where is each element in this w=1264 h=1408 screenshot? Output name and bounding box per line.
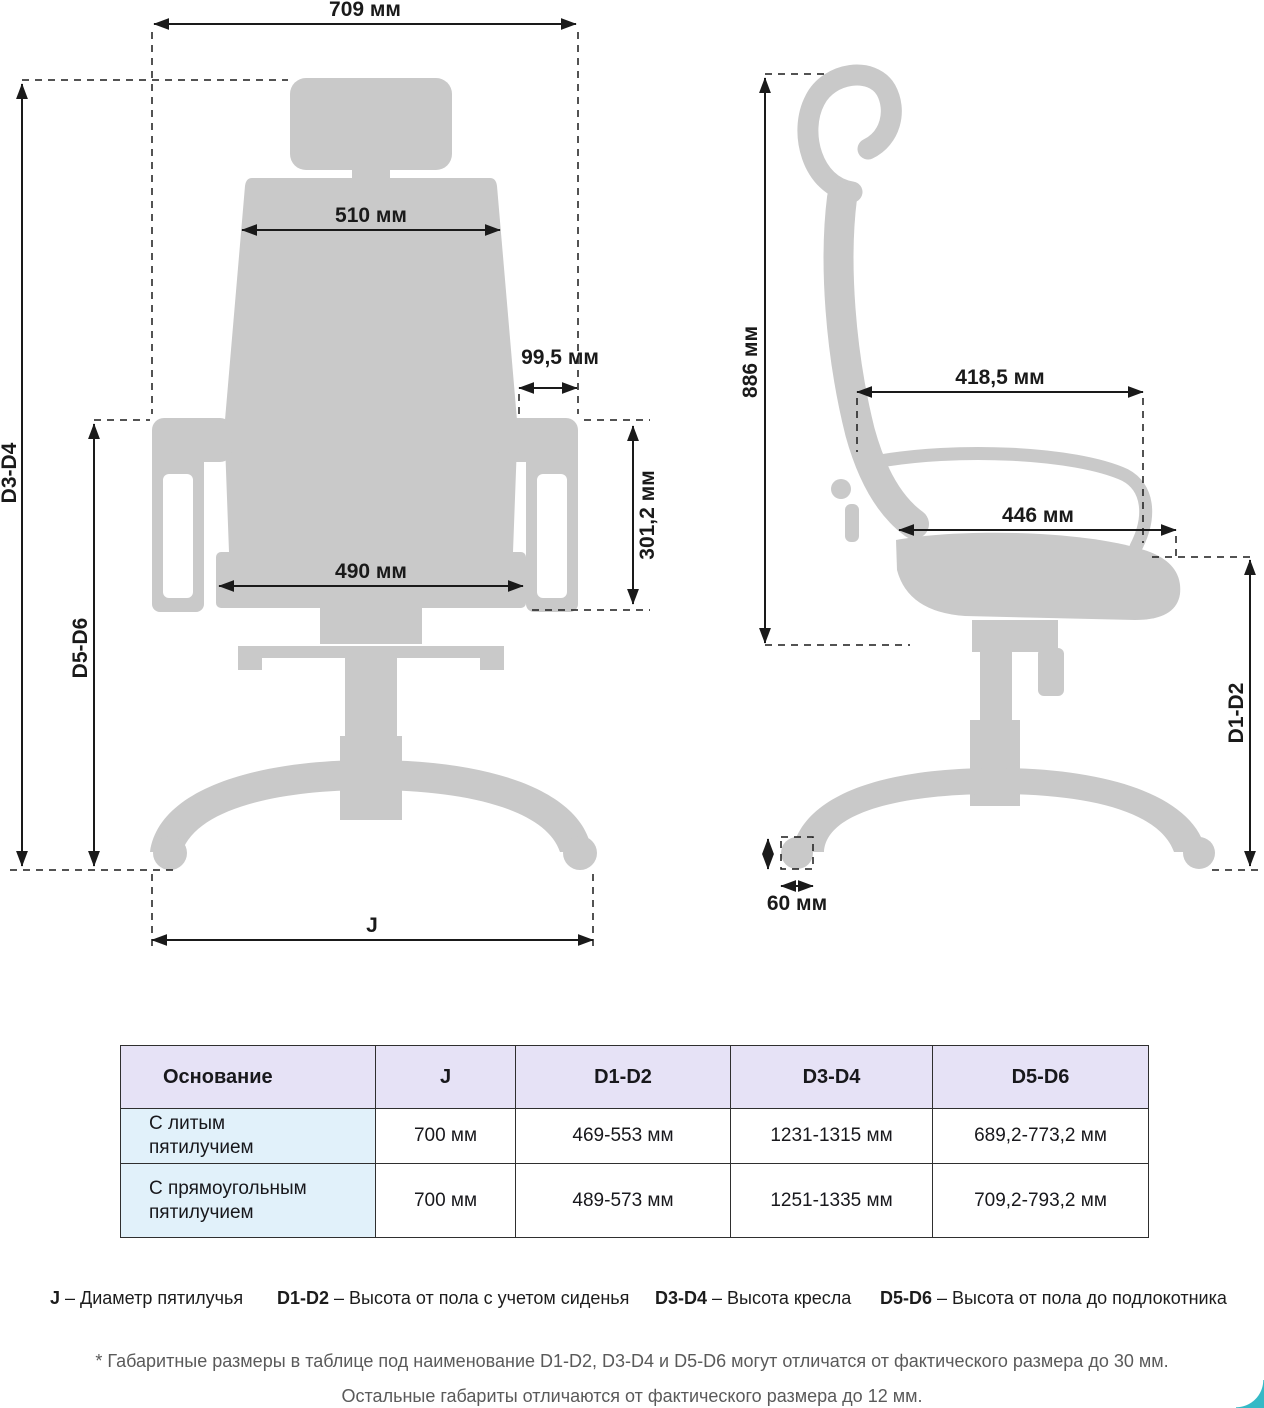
- row2-base-label: С прямоугольным пятилучием: [120, 1163, 376, 1238]
- front-headrest: [290, 78, 452, 170]
- dim-446-label: 446 мм: [1002, 504, 1074, 527]
- legend-term-j: J: [50, 1288, 61, 1308]
- row1-d3d4-value: 1231-1315 мм: [730, 1108, 933, 1164]
- footnote-line2: Остальные габариты отличаются от фактиче…: [341, 1386, 923, 1406]
- dim-60-label: 60 мм: [767, 892, 827, 915]
- col-header-base: Основание: [120, 1045, 376, 1109]
- side-backrest: [823, 183, 929, 539]
- front-wheel-right: [563, 836, 597, 870]
- legend-item-j: J– Диаметр пятилучья: [50, 1288, 243, 1309]
- front-mechanism: [320, 608, 422, 644]
- row2-d5d6-value: 709,2-793,2 мм: [932, 1163, 1149, 1238]
- dimensions-table: Основание J D1-D2 D3-D4 D5-D6 С литым пя…: [120, 1045, 1149, 1238]
- row1-d5d6-value: 689,2-773,2 мм: [932, 1108, 1149, 1164]
- dim-d3d4-label: D3-D4: [0, 442, 21, 503]
- front-wheel-left: [153, 836, 187, 870]
- front-base: [150, 760, 592, 852]
- legend-term-d5d6: D5-D6: [880, 1288, 933, 1308]
- table-row-cast-base: С литым пятилучием 700 мм 469-553 мм 123…: [120, 1108, 1149, 1164]
- front-gas-lift: [345, 658, 397, 738]
- dim-d5d6-label: D5-D6: [69, 618, 92, 679]
- side-armrest: [868, 447, 1153, 554]
- dim-886-label: 886 мм: [739, 326, 762, 398]
- front-armrest-left-slot: [163, 474, 193, 598]
- row2-j-value: 700 мм: [375, 1163, 516, 1238]
- dim-60-box: [780, 836, 814, 870]
- dim-j-label: J: [366, 914, 378, 937]
- front-lever-left: [238, 656, 262, 670]
- legend-desc-j: – Диаметр пятилучья: [65, 1288, 244, 1308]
- side-wheel-left: [781, 837, 813, 869]
- front-backrest: [224, 178, 518, 552]
- side-seat: [896, 532, 1181, 620]
- col-header-d5d6: D5-D6: [932, 1045, 1149, 1109]
- table-row-rect-base: С прямоугольным пятилучием 700 мм 489-57…: [120, 1163, 1149, 1238]
- col-header-j: J: [375, 1045, 516, 1109]
- side-headrest: [797, 64, 902, 203]
- row1-j-value: 700 мм: [375, 1108, 516, 1164]
- dim-490-label: 490 мм: [335, 560, 407, 583]
- legend-desc-d5d6: – Высота от пола до подлокотника: [937, 1288, 1227, 1308]
- dim-510-label: 510 мм: [335, 204, 407, 227]
- chair-side-view: [781, 64, 1215, 869]
- legend-desc-d1d2: – Высота от пола с учетом сиденья: [334, 1288, 630, 1308]
- side-adjust-lever: [845, 504, 859, 542]
- side-base: [792, 768, 1206, 852]
- front-dimensions: 709 мм 510 мм 99,5 мм 301,2 мм 490 мм D3…: [0, 0, 659, 948]
- col-header-d1d2: D1-D2: [515, 1045, 731, 1109]
- dimension-diagram: 709 мм 510 мм 99,5 мм 301,2 мм 490 мм D3…: [0, 0, 1258, 948]
- side-lever: [1038, 648, 1064, 696]
- dim-301-label: 301,2 мм: [636, 470, 659, 559]
- dim-d1d2-label: D1-D2: [1225, 683, 1248, 744]
- legend-term-d1d2: D1-D2: [277, 1288, 330, 1308]
- front-lever-right: [480, 656, 504, 670]
- col-header-d3d4: D3-D4: [730, 1045, 933, 1109]
- legend-term-d3d4: D3-D4: [655, 1288, 708, 1308]
- side-mechanism: [972, 620, 1058, 652]
- row1-d1d2-value: 469-553 мм: [515, 1108, 731, 1164]
- legend-item-d3d4: D3-D4– Высота кресла: [655, 1288, 851, 1309]
- footnote: * Габаритные размеры в таблице под наиме…: [0, 1344, 1264, 1408]
- table-header-row: Основание J D1-D2 D3-D4 D5-D6: [120, 1045, 1149, 1109]
- dim-99-label: 99,5 мм: [521, 346, 599, 369]
- legend-desc-d3d4: – Высота кресла: [712, 1288, 852, 1308]
- legend-item-d5d6: D5-D6– Высота от пола до подлокотника: [880, 1288, 1227, 1309]
- corner-accent: [1236, 1380, 1264, 1408]
- legend-item-d1d2: D1-D2– Высота от пола с учетом сиденья: [277, 1288, 629, 1309]
- side-adjust-knob: [831, 479, 851, 499]
- row2-d3d4-value: 1251-1335 мм: [730, 1163, 933, 1238]
- row2-d1d2-value: 489-573 мм: [515, 1163, 731, 1238]
- chair-front-view: [150, 78, 597, 870]
- side-wheel-right: [1183, 837, 1215, 869]
- footnote-line1: * Габаритные размеры в таблице под наиме…: [95, 1351, 1169, 1371]
- side-dimensions: 886 мм 418,5 мм 446 мм D1-D2 60 мм: [739, 73, 1258, 915]
- dim-709-label: 709 мм: [329, 0, 401, 21]
- front-armrest-right-slot: [537, 474, 567, 598]
- dim-418-label: 418,5 мм: [955, 366, 1044, 389]
- front-crossbar: [238, 646, 504, 658]
- row1-base-label: С литым пятилучием: [120, 1108, 376, 1164]
- side-gas-lift: [980, 650, 1012, 722]
